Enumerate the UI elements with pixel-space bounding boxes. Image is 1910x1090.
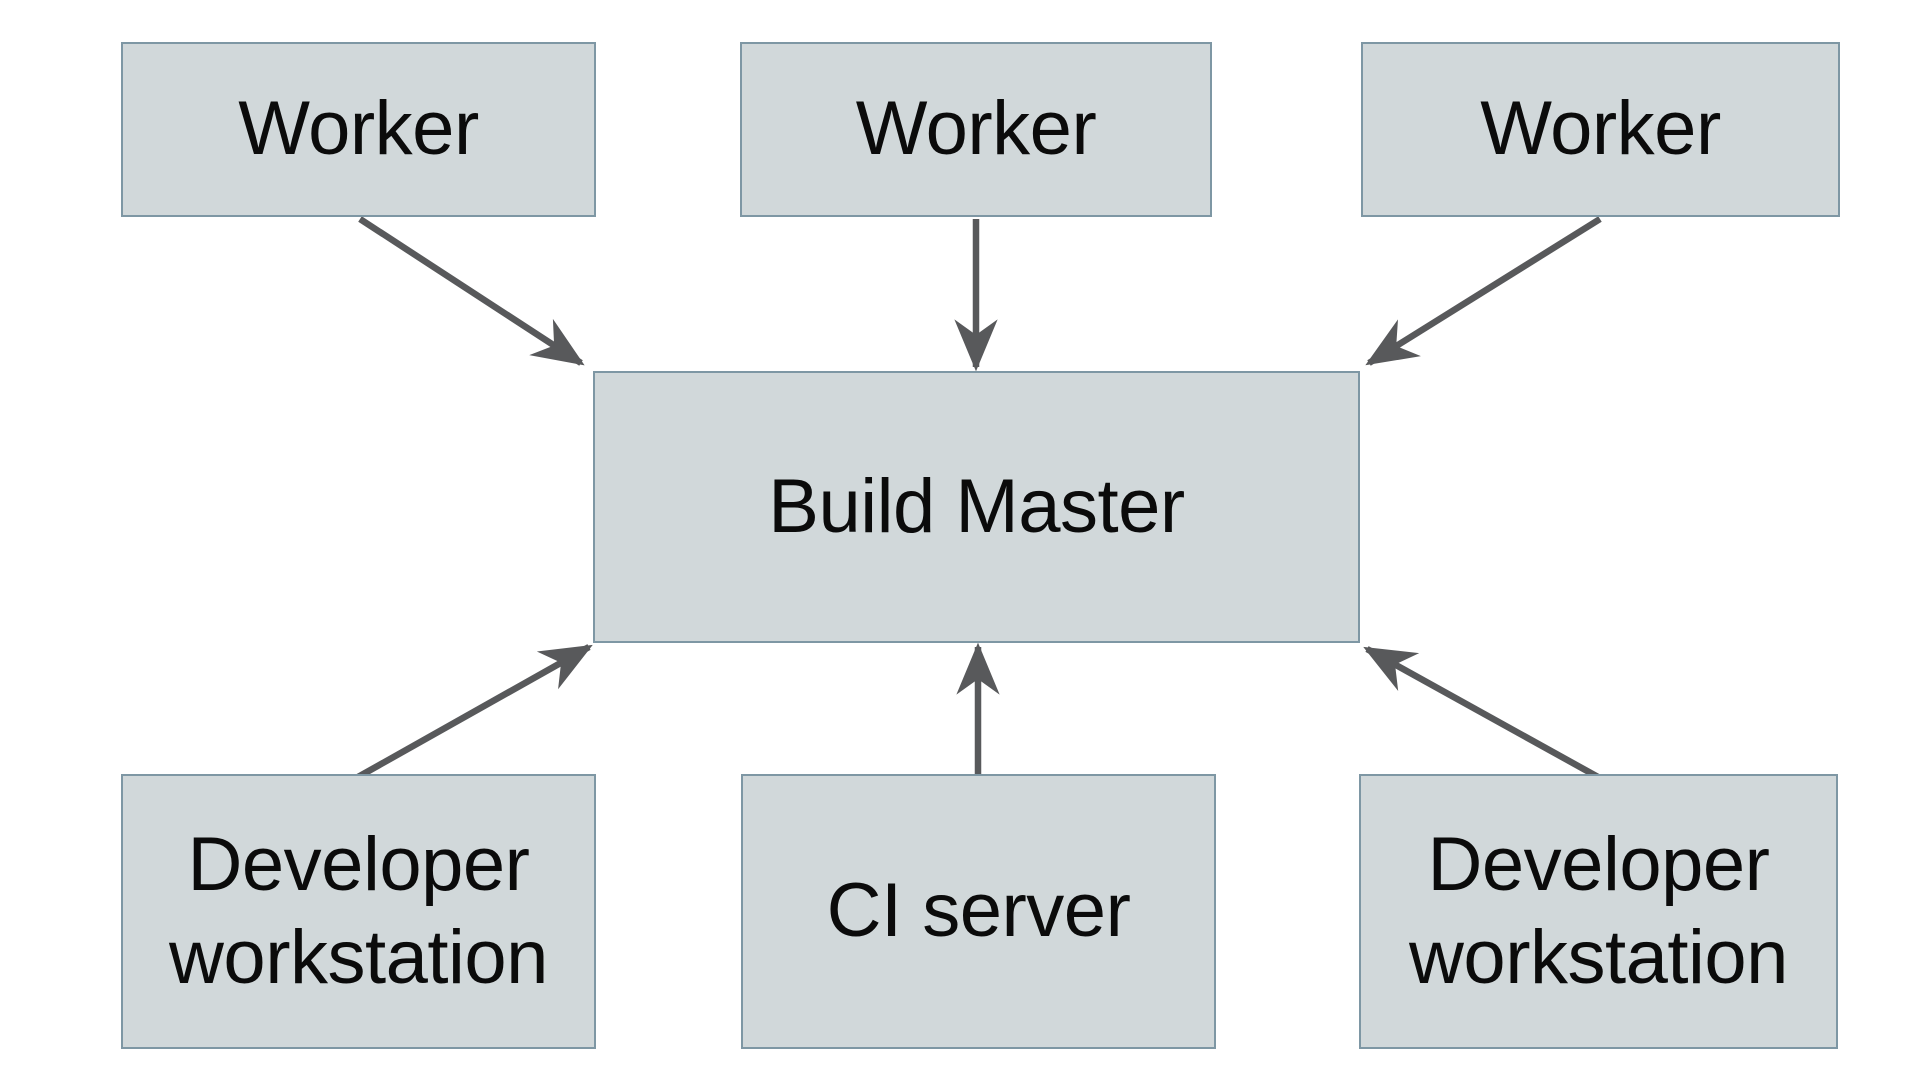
node-label-build-master: Build Master: [768, 463, 1185, 549]
arrow-worker-left-to-build-master: [358, 216, 585, 366]
arrow-worker-right-to-build-master: [1365, 216, 1602, 366]
node-label-ci-server: CI server: [826, 868, 1131, 954]
node-ci-server: CI server: [741, 774, 1216, 1049]
node-label-dev-workstation-right: Developer workstation: [1409, 821, 1788, 1000]
node-worker-right: Worker: [1361, 42, 1840, 217]
node-build-master: Build Master: [593, 371, 1360, 643]
node-dev-workstation-left: Developer workstation: [121, 774, 596, 1049]
arrow-dev-workstation-right-to-build-master: [1363, 646, 1600, 780]
node-worker-center: Worker: [740, 42, 1212, 217]
arrow-dev-workstation-left-to-build-master: [356, 644, 593, 780]
node-label-dev-workstation-left: Developer workstation: [169, 821, 548, 1000]
node-label-worker-center: Worker: [855, 86, 1097, 172]
node-label-worker-left: Worker: [238, 86, 479, 172]
node-worker-left: Worker: [121, 42, 596, 217]
node-label-worker-right: Worker: [1480, 86, 1721, 172]
node-dev-workstation-right: Developer workstation: [1359, 774, 1838, 1049]
